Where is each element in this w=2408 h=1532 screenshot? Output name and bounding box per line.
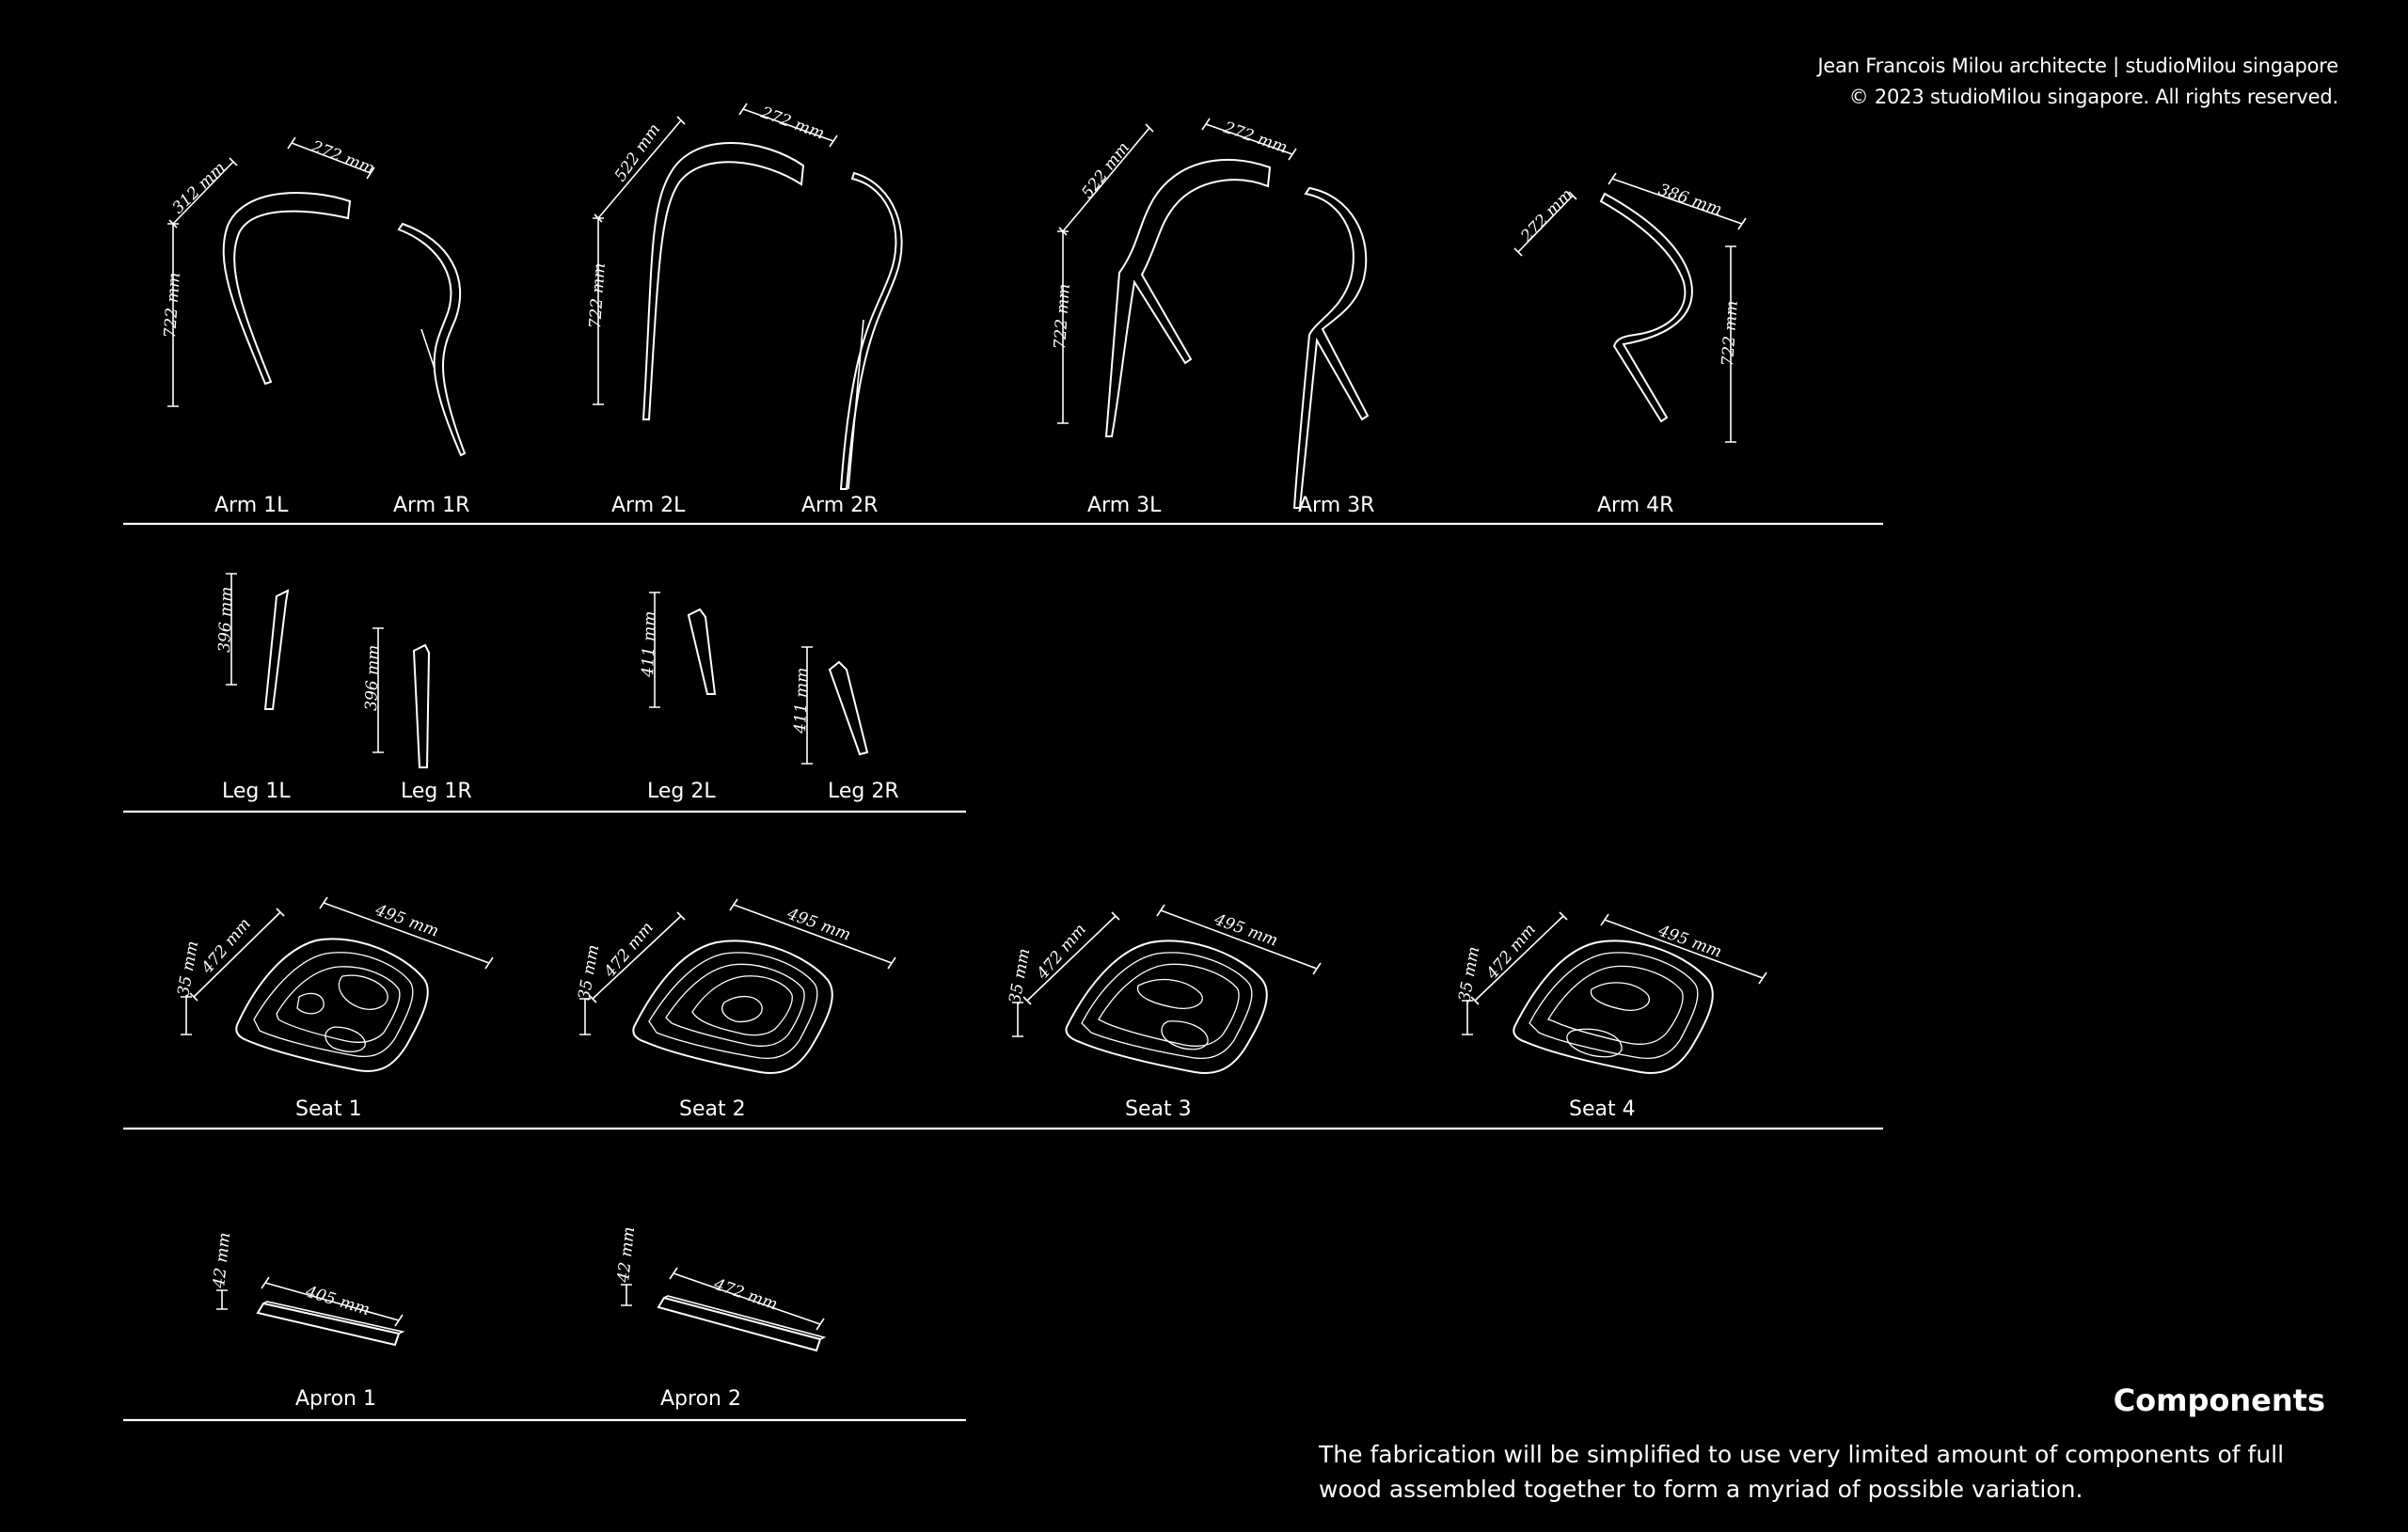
dim-seat4-thickness: 35 mm: [1455, 945, 1483, 1003]
leg-2l-drawing: 411 mm: [639, 592, 717, 708]
leg-2r-drawing: 411 mm: [791, 646, 869, 765]
label-seat-3: Seat 3: [1125, 1098, 1192, 1121]
dim-apron1-height: 42 mm: [210, 1231, 234, 1289]
seat-2-drawing: 35 mm 472 mm 495 mm: [575, 898, 896, 1074]
label-apron-2: Apron 2: [660, 1387, 741, 1411]
dim-seat2-depth: 472 mm: [600, 919, 657, 982]
leg-1r-drawing: 396 mm: [362, 627, 431, 768]
dim-apron2-length: 472 mm: [710, 1274, 780, 1314]
dim-arm3l-width: 272 mm: [1220, 118, 1290, 157]
dim-arm1l-width: 272 mm: [308, 137, 377, 179]
dim-arm1l-top: 312 mm: [169, 159, 230, 218]
dim-seat3-depth: 472 mm: [1033, 921, 1090, 984]
dim-leg1r-height: 396 mm: [362, 644, 383, 711]
apron-2-drawing: 42 mm 472 mm: [614, 1225, 827, 1352]
dim-seat2-width: 495 mm: [784, 905, 853, 945]
apron-1-drawing: 42 mm 405 mm: [210, 1231, 405, 1347]
dim-arm1l-height: 722 mm: [161, 272, 184, 339]
credits-copyright: © 2023 studioMilou singapore. All rights…: [1848, 86, 2339, 108]
dim-arm2l-top: 522 mm: [611, 120, 665, 185]
dim-seat3-width: 495 mm: [1211, 910, 1280, 951]
dim-arm4r-top: 272 mm: [1517, 185, 1577, 246]
dim-arm4r-height: 722 mm: [1719, 300, 1742, 367]
credits: Jean Francois Milou architecte | studioM…: [1817, 51, 2338, 113]
label-leg-2l: Leg 2L: [647, 780, 716, 803]
dim-seat4-width: 495 mm: [1655, 922, 1724, 962]
arm-1l-drawing: 722 mm 312 mm 272 mm: [161, 136, 377, 407]
dim-arm3l-height: 722 mm: [1051, 283, 1074, 350]
label-arm-4r: Arm 4R: [1597, 494, 1673, 517]
label-arm-2r: Arm 2R: [801, 494, 878, 517]
dim-seat4-depth: 472 mm: [1482, 921, 1540, 984]
label-apron-1: Apron 1: [295, 1387, 376, 1411]
label-arm-1l: Arm 1L: [214, 494, 289, 517]
components-title: Components: [2113, 1382, 2325, 1418]
dim-leg1l-height: 396 mm: [215, 586, 236, 653]
arm-1r-drawing: [397, 222, 467, 457]
components-description: The fabrication will be simplified to us…: [1319, 1441, 2285, 1503]
dim-leg2l-height: 411 mm: [639, 610, 659, 678]
label-leg-1l: Leg 1L: [222, 780, 291, 803]
label-arm-1r: Arm 1R: [393, 494, 469, 517]
arm-2r-drawing: [839, 171, 903, 490]
label-seat-1: Seat 1: [295, 1098, 362, 1121]
seat-4-drawing: 35 mm 472 mm 495 mm: [1455, 911, 1767, 1074]
dim-arm2l-width: 272 mm: [757, 103, 827, 144]
arm-2l-drawing: 722 mm 522 mm 272 mm: [586, 103, 838, 420]
arm-3r-drawing: [1292, 186, 1370, 509]
label-seat-2: Seat 2: [679, 1098, 746, 1121]
dim-seat1-thickness: 35 mm: [174, 940, 202, 998]
label-arm-3r: Arm 3R: [1298, 494, 1374, 517]
label-seat-4: Seat 4: [1569, 1098, 1636, 1121]
label-arm-2l: Arm 2L: [611, 494, 686, 517]
credits-author: Jean Francois Milou architecte | studioM…: [1817, 55, 2338, 77]
label-arm-3l: Arm 3L: [1087, 494, 1162, 517]
dim-apron2-height: 42 mm: [614, 1225, 639, 1284]
dim-leg2r-height: 411 mm: [791, 667, 812, 734]
dim-seat1-width: 495 mm: [372, 901, 441, 941]
label-leg-2r: Leg 2R: [828, 780, 899, 803]
dim-arm3l-top: 522 mm: [1078, 139, 1133, 203]
dim-arm4r-width: 386 mm: [1656, 181, 1724, 220]
arm-4r-drawing: 722 mm 272 mm 386 mm: [1513, 172, 1747, 443]
seat-1-drawing: 35 mm 472 mm 495 mm: [174, 896, 494, 1072]
arm-3l-drawing: 722 mm 522 mm 272 mm: [1051, 118, 1297, 437]
dim-seat3-thickness: 35 mm: [1006, 947, 1034, 1005]
leg-1l-drawing: 396 mm: [215, 573, 290, 710]
label-leg-1r: Leg 1R: [401, 780, 472, 803]
dim-arm2l-height: 722 mm: [586, 262, 610, 329]
seat-3-drawing: 35 mm 472 mm 495 mm: [1006, 904, 1322, 1074]
